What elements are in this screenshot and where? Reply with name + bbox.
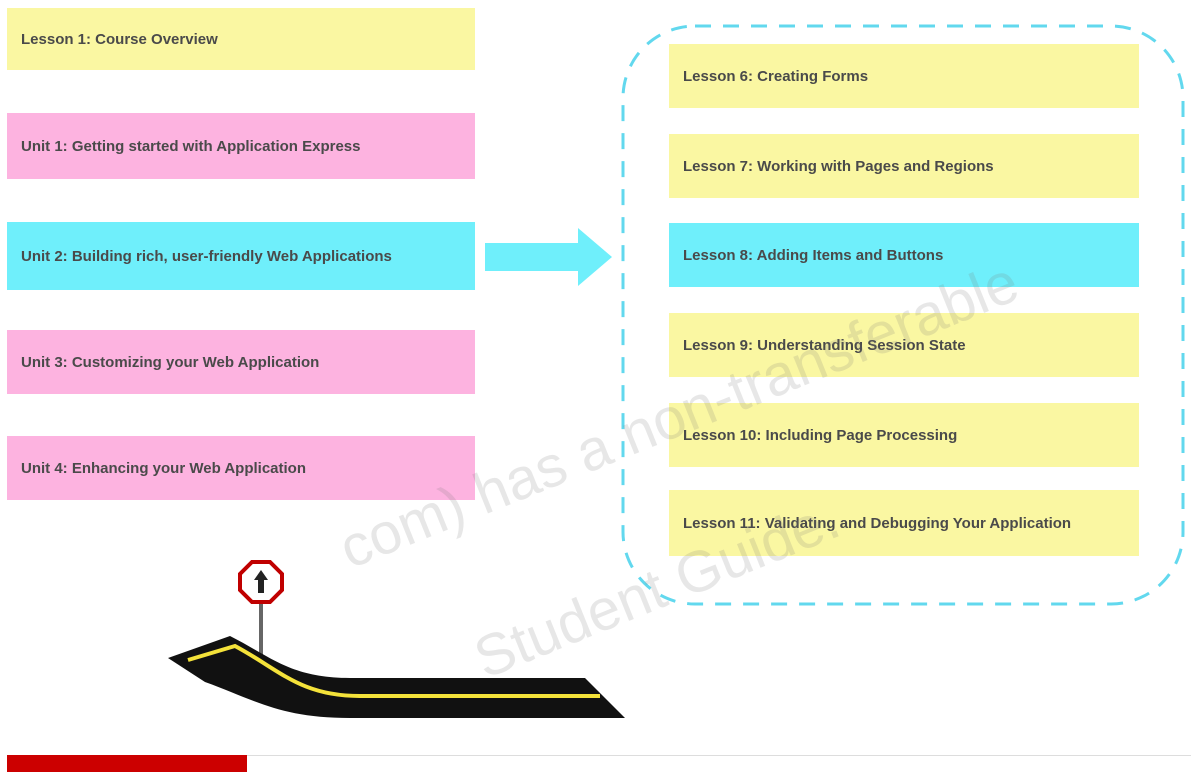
lesson-7-label: Lesson 7: Working with Pages and Regions — [683, 157, 994, 175]
road-icon — [168, 636, 625, 718]
lesson-7-box: Lesson 7: Working with Pages and Regions — [669, 134, 1139, 198]
unit-4-label: Unit 4: Enhancing your Web Application — [21, 459, 307, 477]
lesson-6-label: Lesson 6: Creating Forms — [683, 67, 869, 85]
lesson-10-box: Lesson 10: Including Page Processing — [669, 403, 1139, 467]
lesson-6-box: Lesson 6: Creating Forms — [669, 44, 1139, 108]
lesson-8-box: Lesson 8: Adding Items and Buttons — [669, 223, 1139, 287]
footer-red-bar — [7, 755, 247, 772]
unit-2-lessons-container — [621, 24, 1185, 606]
up-arrow-road-sign-icon — [238, 560, 284, 668]
unit-2-label: Unit 2: Building rich, user-friendly Web… — [21, 247, 392, 265]
lesson-1-box: Lesson 1: Course Overview — [7, 8, 475, 70]
unit-3-box: Unit 3: Customizing your Web Application — [7, 330, 475, 394]
lesson-8-label: Lesson 8: Adding Items and Buttons — [683, 246, 944, 264]
unit-1-label: Unit 1: Getting started with Application… — [21, 137, 361, 155]
lesson-1-label: Lesson 1: Course Overview — [21, 30, 218, 48]
unit-4-box: Unit 4: Enhancing your Web Application — [7, 436, 475, 500]
unit-3-label: Unit 3: Customizing your Web Application — [21, 353, 320, 371]
footer-divider — [247, 755, 1191, 756]
unit-1-box: Unit 1: Getting started with Application… — [7, 113, 475, 179]
lesson-11-box: Lesson 11: Validating and Debugging Your… — [669, 490, 1139, 556]
lesson-9-box: Lesson 9: Understanding Session State — [669, 313, 1139, 377]
lesson-9-label: Lesson 9: Understanding Session State — [683, 336, 966, 354]
right-arrow-icon — [485, 228, 612, 286]
unit-2-box: Unit 2: Building rich, user-friendly Web… — [7, 222, 475, 290]
lesson-11-label: Lesson 11: Validating and Debugging Your… — [683, 514, 1072, 532]
lesson-10-label: Lesson 10: Including Page Processing — [683, 426, 958, 444]
